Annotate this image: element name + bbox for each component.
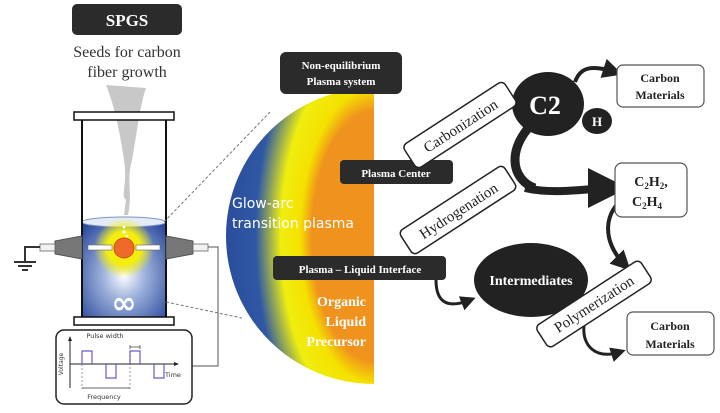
frequency-label: Frequency	[87, 393, 121, 401]
svg-text:Materials: Materials	[645, 337, 695, 351]
pulse-width-label: Pulse width	[86, 332, 123, 340]
plasma-half-disc	[226, 88, 374, 384]
spgs-label: SPGS	[106, 11, 149, 30]
precursor-line2: Liquid	[326, 315, 367, 330]
pulse-negative-1	[105, 364, 117, 379]
reactor-vessel: ∞	[73, 85, 175, 326]
carbonization-label: Carbonization	[403, 81, 517, 169]
carbon-seed-plume	[106, 85, 146, 215]
transition-plasma-label: transition plasma	[232, 216, 354, 232]
left-electrode	[87, 244, 113, 251]
svg-text:C2: C2	[529, 91, 561, 120]
plasma-center-label: Plasma Center	[340, 160, 453, 184]
ethylene-formula: C2H4	[632, 195, 663, 211]
magnetic-stirrer-icon: ∞	[112, 286, 137, 321]
pulse-positive-1	[81, 350, 93, 364]
vessel-lid	[73, 111, 175, 121]
pulse-positive-2	[129, 350, 141, 364]
svg-text:Materials: Materials	[635, 88, 685, 102]
seeds-label-line2: fiber growth	[87, 64, 167, 81]
svg-text:Plasma – Liquid Interface: Plasma – Liquid Interface	[299, 264, 422, 276]
acetylene-formula: C2H2,	[634, 175, 668, 191]
pulse-waveform-panel: Pulse width Voltage Time Frequency	[55, 329, 193, 405]
svg-text:Carbon: Carbon	[640, 71, 680, 85]
plasma-liquid-interface-label: Plasma – Liquid Interface	[273, 256, 446, 280]
h-species: H	[582, 108, 612, 134]
glow-arc-label: Glow-arc	[232, 196, 294, 212]
svg-text:Plasma Center: Plasma Center	[361, 168, 430, 180]
svg-text:Plasma system: Plasma system	[307, 76, 376, 88]
svg-text:Carbon: Carbon	[650, 319, 690, 333]
spgs-title-box: SPGS	[72, 4, 182, 35]
seeds-label-line1: Seeds for carbon	[73, 44, 181, 61]
pulse-negative-2	[153, 364, 165, 379]
gas-products-box: C2H2, C2H4	[614, 162, 688, 218]
intermediates-species: Intermediates	[474, 243, 588, 317]
c2-species: C2	[512, 72, 584, 136]
carbon-materials-top-box: Carbon Materials	[616, 64, 705, 108]
svg-text:Non-equilibrium: Non-equilibrium	[302, 60, 381, 72]
ground-icon	[14, 261, 36, 271]
svg-text:H: H	[592, 114, 602, 129]
carbon-materials-bottom-box: Carbon Materials	[626, 311, 715, 356]
plasma-core	[113, 237, 135, 259]
electrode-holders	[24, 235, 219, 367]
right-electrode	[135, 244, 161, 251]
vessel-base	[73, 316, 175, 326]
voltage-label: Voltage	[58, 352, 65, 375]
precursor-line1: Organic	[317, 295, 366, 310]
zoom-line-bottom	[165, 301, 243, 319]
svg-text:Intermediates: Intermediates	[489, 274, 573, 289]
zoom-line-top	[163, 111, 271, 223]
time-label: Time	[164, 371, 181, 379]
plasma-center-region	[338, 110, 374, 266]
plasma-system-label: Non-equilibrium Plasma system	[280, 52, 402, 94]
precursor-line3: Precursor	[306, 335, 366, 350]
